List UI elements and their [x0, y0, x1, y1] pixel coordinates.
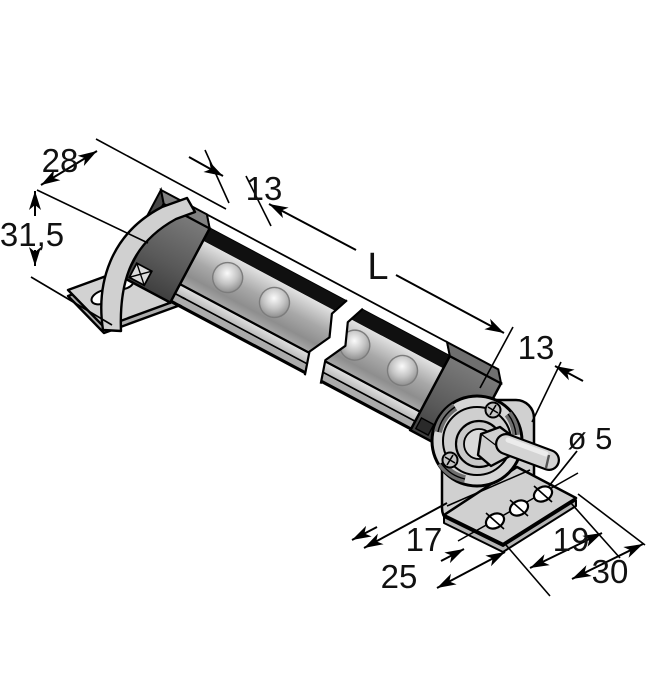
dim-label-28: 28: [42, 142, 79, 179]
dim-label-L: L: [367, 246, 388, 288]
flange-slots: [434, 403, 520, 483]
dim-label-13-right: 13: [518, 329, 555, 366]
light-bar-housing: [121, 187, 503, 460]
base-plate-holes: [484, 485, 554, 530]
dimension-labels: 28 31,5 13 L 13 ø 5 17 25 19 30: [0, 142, 628, 595]
cable: [495, 433, 560, 471]
flange-screw: [441, 451, 459, 469]
dim-label-31-5: 31,5: [0, 216, 64, 253]
left-bracket-strap: [100, 196, 197, 333]
dimension-annotations: [29, 138, 646, 597]
flange-screw: [484, 401, 502, 419]
break-line: [303, 298, 366, 389]
dim-label-13-left: 13: [246, 170, 283, 207]
dim-label-17: 17: [406, 521, 443, 558]
dim-label-hole-diameter: ø 5: [568, 421, 613, 456]
dim-label-30: 30: [592, 553, 629, 590]
dim-label-19: 19: [553, 521, 590, 558]
dim-label-25: 25: [381, 558, 418, 595]
